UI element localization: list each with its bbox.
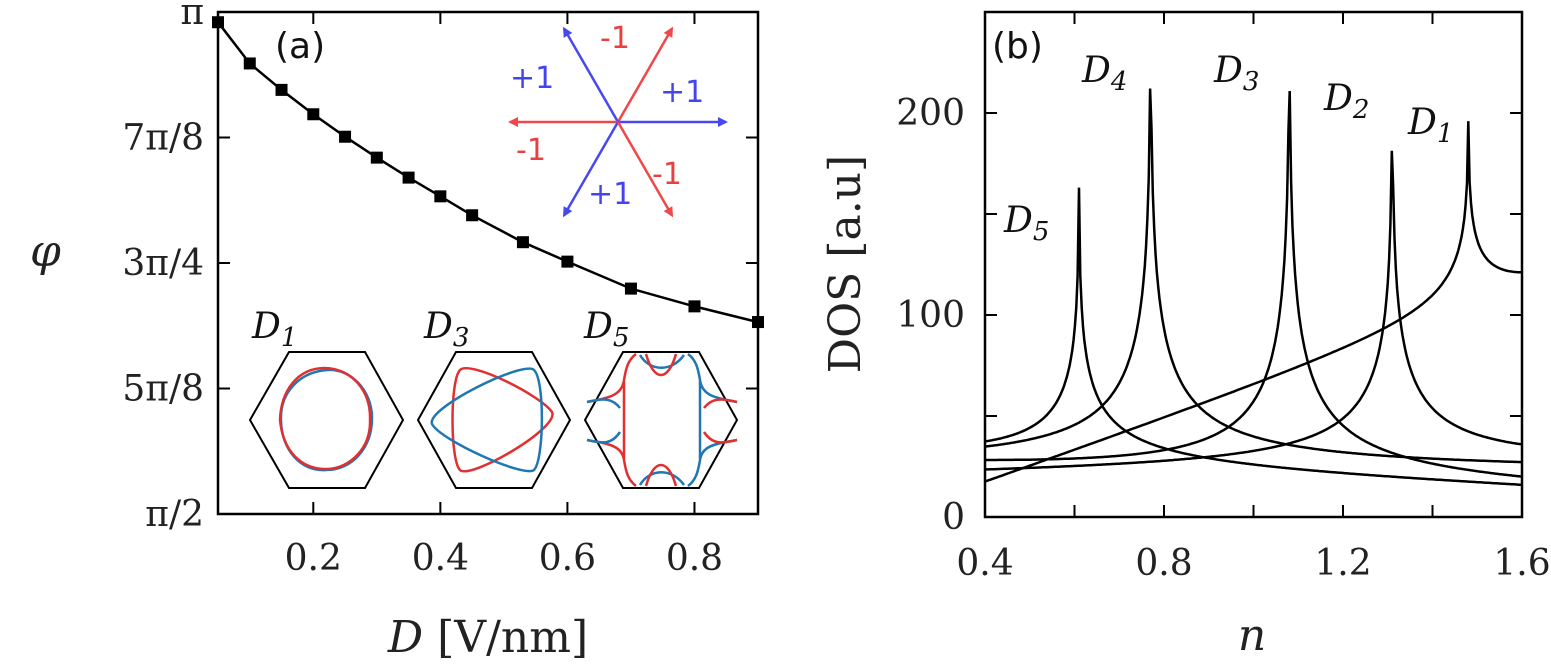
curve-label-d1: D1 [1407,102,1453,149]
y-tick-label-a: 5π/8 [122,369,204,410]
dos-curve-d3 [985,90,1522,478]
data-point [752,316,764,329]
fermi-contour-red [278,366,372,471]
x-axis-label-a: D [V/nm] [387,612,588,663]
x-tick-label-b: 1.2 [1314,543,1371,584]
y-tick-label-a: 7π/8 [122,118,204,159]
data-point [307,108,320,121]
y-axis-label-a: φ [30,226,61,277]
bz-hexagon [416,351,572,489]
arrow-label: -1 [516,133,546,168]
x-tick-label-b: 0.4 [956,543,1013,584]
inset-label-d1: D1 [251,306,297,353]
direction-arrow [616,26,674,123]
panel-label-a: (a) [275,26,325,67]
dos-curve-d1 [985,121,1522,483]
dos-curve-d5 [985,187,1522,487]
dos-curve-d4 [985,88,1522,464]
data-point [339,130,352,143]
fermi-contour-blue [687,353,738,487]
data-point [275,83,288,96]
y-tick-label-b: 100 [896,295,965,336]
x-tick-label-a: 0.6 [539,538,596,579]
arrow-inset: +1 -1 +1 -1 +1 -1 [508,21,728,218]
fermi-surface-insets: D1 D3 D5 [248,306,739,489]
x-tick-label-b: 1.6 [1493,543,1550,584]
data-point [561,255,574,268]
arrow-label: -1 [600,21,630,56]
arrow-label: +1 [588,177,632,212]
y-tick-label-b: 200 [896,93,965,134]
data-point [516,236,529,249]
panel-b: 0.4 0.8 1.2 1.6 0 100 200 (b) DOS [a.u] n D1 D… [820,10,1551,661]
curve-label-d2: D2 [1323,78,1369,125]
curve-label-d5: D5 [1003,200,1049,247]
y-tick-label-b: 0 [942,497,965,538]
fermi-contour-red [644,353,678,487]
y-axis-label-b: DOS [a.u] [820,155,871,373]
x-tick-label-a: 0.2 [285,538,342,579]
arrow-label: +1 [510,61,554,96]
data-point [402,171,415,184]
panel-label-b: (b) [992,26,1043,67]
data-point [212,16,224,29]
x-axis-label-b: n [1238,610,1266,661]
inset-label-d5: D5 [583,306,629,353]
bz-hexagon [248,351,405,489]
fermi-contour-blue [430,367,544,473]
data-point [243,57,256,70]
data-point [466,209,479,222]
data-point [624,282,637,295]
data-point [434,190,447,203]
y-tick-label-a: π/2 [145,494,204,535]
fermi-contour-blue [586,398,622,444]
direction-arrow [562,26,620,123]
panel-a: 0.2 0.4 0.6 0.8 π/2 5π/8 3π/4 7π/8 π (a) φ D [V/… [30,0,764,663]
data-point [370,151,383,164]
direction-arrow [616,121,674,218]
curve-label-d3: D3 [1213,50,1259,97]
fermi-contour-red [451,367,554,473]
y-tick-label-a: π [180,0,204,33]
curve-label-d4: D4 [1081,50,1127,97]
arrow-label: -1 [652,157,682,192]
x-tick-label-a: 0.4 [412,538,469,579]
x-tick-label-a: 0.8 [666,538,723,579]
fermi-contour-blue [638,354,686,486]
data-point [688,300,701,313]
direction-arrow [562,121,620,218]
inset-label-d3: D3 [423,306,469,353]
dos-curve-d2 [985,150,1522,471]
arrow-label: +1 [660,75,704,110]
y-tick-label-a: 3π/4 [122,243,204,284]
x-tick-label-b: 0.8 [1135,543,1192,584]
fermi-contour-red [702,398,738,444]
bz-hexagon [583,351,739,489]
